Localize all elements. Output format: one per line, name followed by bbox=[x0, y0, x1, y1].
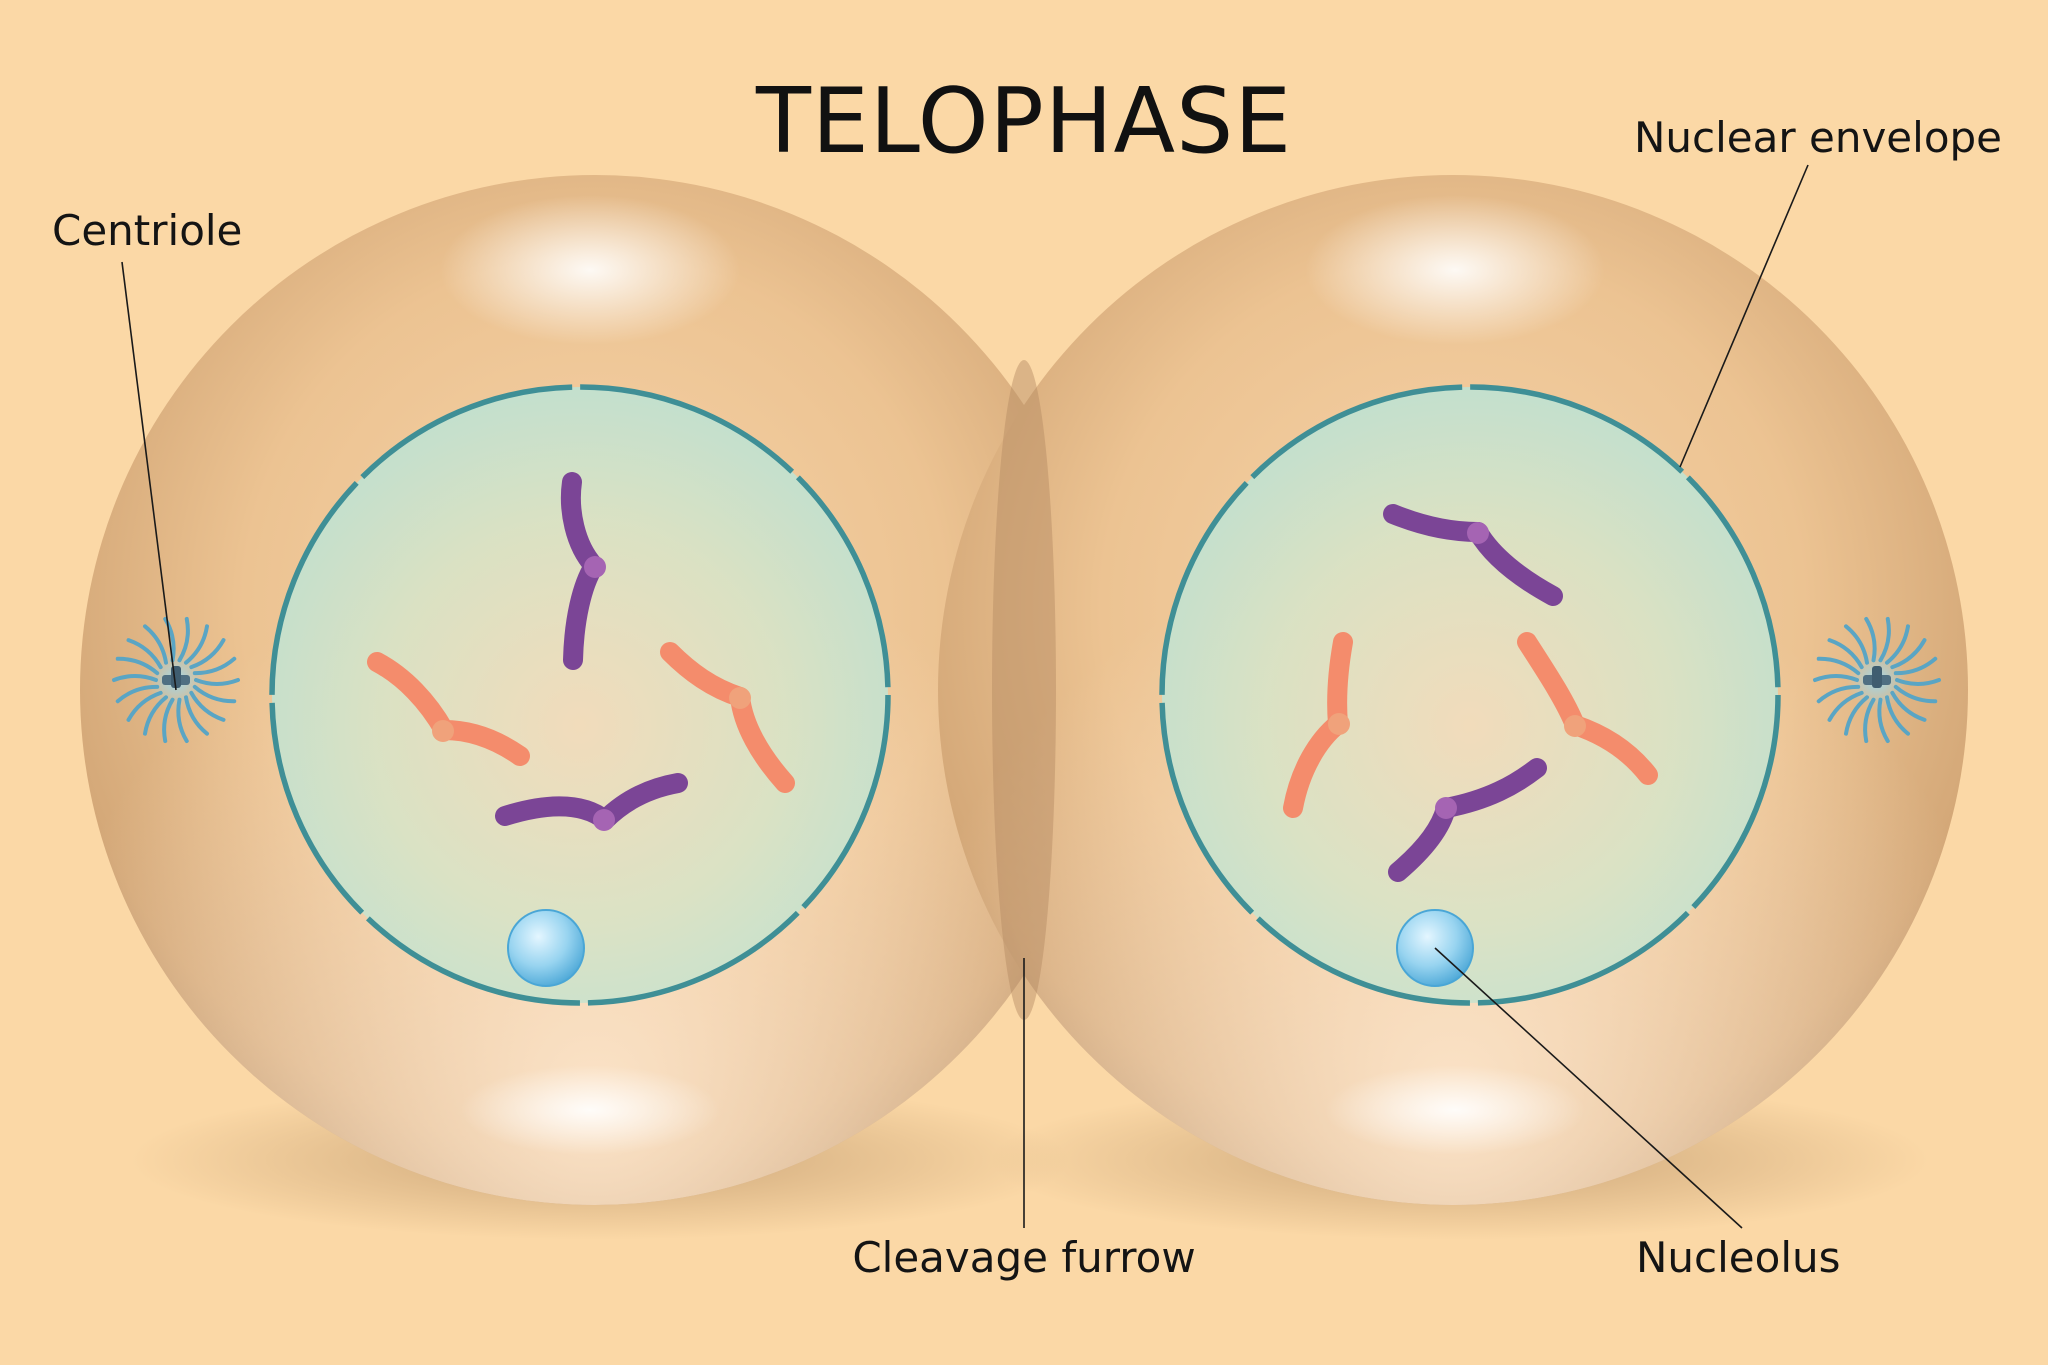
right-centriole bbox=[1813, 616, 1941, 744]
centriole-label: Centriole bbox=[52, 206, 242, 255]
aster-fiber bbox=[115, 656, 160, 676]
left-cell-top-shine bbox=[440, 195, 740, 345]
nuclear-envelope-label: Nuclear envelope bbox=[1634, 113, 2002, 162]
aster-fiber bbox=[1890, 690, 1927, 722]
aster-fiber bbox=[1893, 684, 1938, 704]
aster-fiber bbox=[1885, 624, 1910, 665]
aster-fiber bbox=[1877, 697, 1890, 744]
aster-fiber bbox=[143, 624, 168, 665]
aster-fiber bbox=[1885, 695, 1910, 736]
aster-fiber bbox=[143, 695, 168, 736]
aster-fiber bbox=[192, 684, 237, 704]
aster-fiber bbox=[162, 697, 175, 744]
aster-fiber bbox=[177, 616, 190, 663]
nucleolus-leader-line bbox=[1434, 947, 1743, 1229]
aster-fiber bbox=[115, 684, 160, 704]
right-nucleus bbox=[1162, 387, 1778, 1003]
aster-fiber bbox=[1844, 695, 1869, 736]
chromosome bbox=[1436, 758, 1547, 818]
aster-fiber bbox=[126, 638, 163, 670]
nuclear-envelope bbox=[269, 384, 891, 1006]
aster-fiber bbox=[1813, 674, 1859, 682]
aster-fiber bbox=[184, 624, 209, 665]
aster-fiber bbox=[1895, 678, 1941, 686]
left-cell-bottom-shine bbox=[460, 1065, 720, 1155]
aster-fiber bbox=[1864, 616, 1877, 663]
aster-fiber bbox=[1827, 638, 1864, 670]
aster-fiber bbox=[126, 690, 163, 722]
right-cell-top-shine bbox=[1305, 195, 1605, 345]
nuclear-envelope-leader-line bbox=[1679, 164, 1809, 468]
aster-fiber bbox=[1816, 656, 1861, 676]
cleavage-furrow-shade bbox=[992, 360, 1056, 1020]
aster-fiber bbox=[194, 678, 240, 686]
aster-fiber bbox=[1827, 690, 1864, 722]
aster-fiber bbox=[189, 690, 226, 722]
aster-fiber bbox=[176, 697, 189, 744]
aster-fiber bbox=[1890, 638, 1927, 670]
left-centriole bbox=[112, 616, 240, 744]
aster-fiber bbox=[184, 695, 209, 736]
aster-fiber bbox=[1878, 616, 1891, 663]
right-cell-bottom-shine bbox=[1325, 1065, 1585, 1155]
aster-fiber bbox=[189, 638, 226, 670]
left-nucleolus bbox=[507, 909, 585, 987]
diagram-title: TELOPHASE bbox=[755, 69, 1292, 174]
chromosome bbox=[1327, 632, 1353, 734]
left-nucleus bbox=[272, 387, 888, 1003]
cleavage-furrow-label: Cleavage furrow bbox=[852, 1233, 1195, 1282]
aster-fiber bbox=[1863, 697, 1876, 744]
centriole-leader-line bbox=[121, 261, 177, 691]
aster-fiber bbox=[1844, 624, 1869, 665]
aster-fiber bbox=[1893, 656, 1938, 676]
aster-fiber bbox=[112, 674, 158, 682]
centriole-body bbox=[1872, 666, 1882, 688]
aster-fiber bbox=[1816, 684, 1861, 704]
nucleolus-label: Nucleolus bbox=[1636, 1233, 1841, 1282]
aster-fiber bbox=[192, 656, 237, 676]
nuclear-envelope bbox=[1159, 384, 1781, 1006]
